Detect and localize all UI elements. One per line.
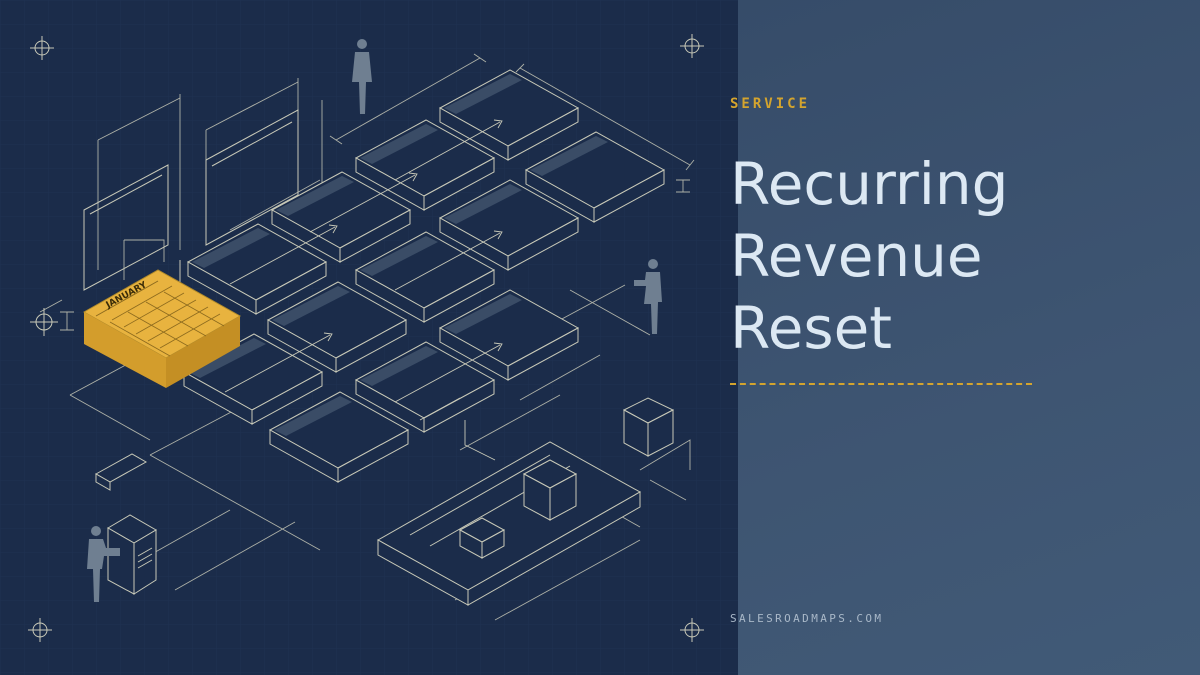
registration-mark-icon — [28, 34, 704, 642]
person-icon — [87, 39, 662, 602]
category-label: SERVICE — [730, 96, 811, 112]
site-url: SALESROADMAPS.COM — [730, 612, 884, 625]
dashed-divider — [730, 383, 1032, 385]
page-title: Recurring Revenue Reset — [730, 148, 1008, 364]
title-line: Revenue — [730, 222, 983, 290]
january-calendar-icon: JANUARY — [82, 269, 242, 388]
dimension-lines — [39, 53, 695, 621]
title-line: Reset — [730, 294, 893, 362]
title-panel — [738, 0, 1200, 675]
server-tower-icon — [107, 514, 157, 595]
flow-arrows — [224, 119, 503, 461]
isometric-tiles — [182, 69, 666, 483]
cube-blocks — [94, 397, 675, 559]
isometric-blueprint-illustration: JANUARY — [0, 0, 738, 675]
title-line: Recurring — [730, 150, 1009, 218]
